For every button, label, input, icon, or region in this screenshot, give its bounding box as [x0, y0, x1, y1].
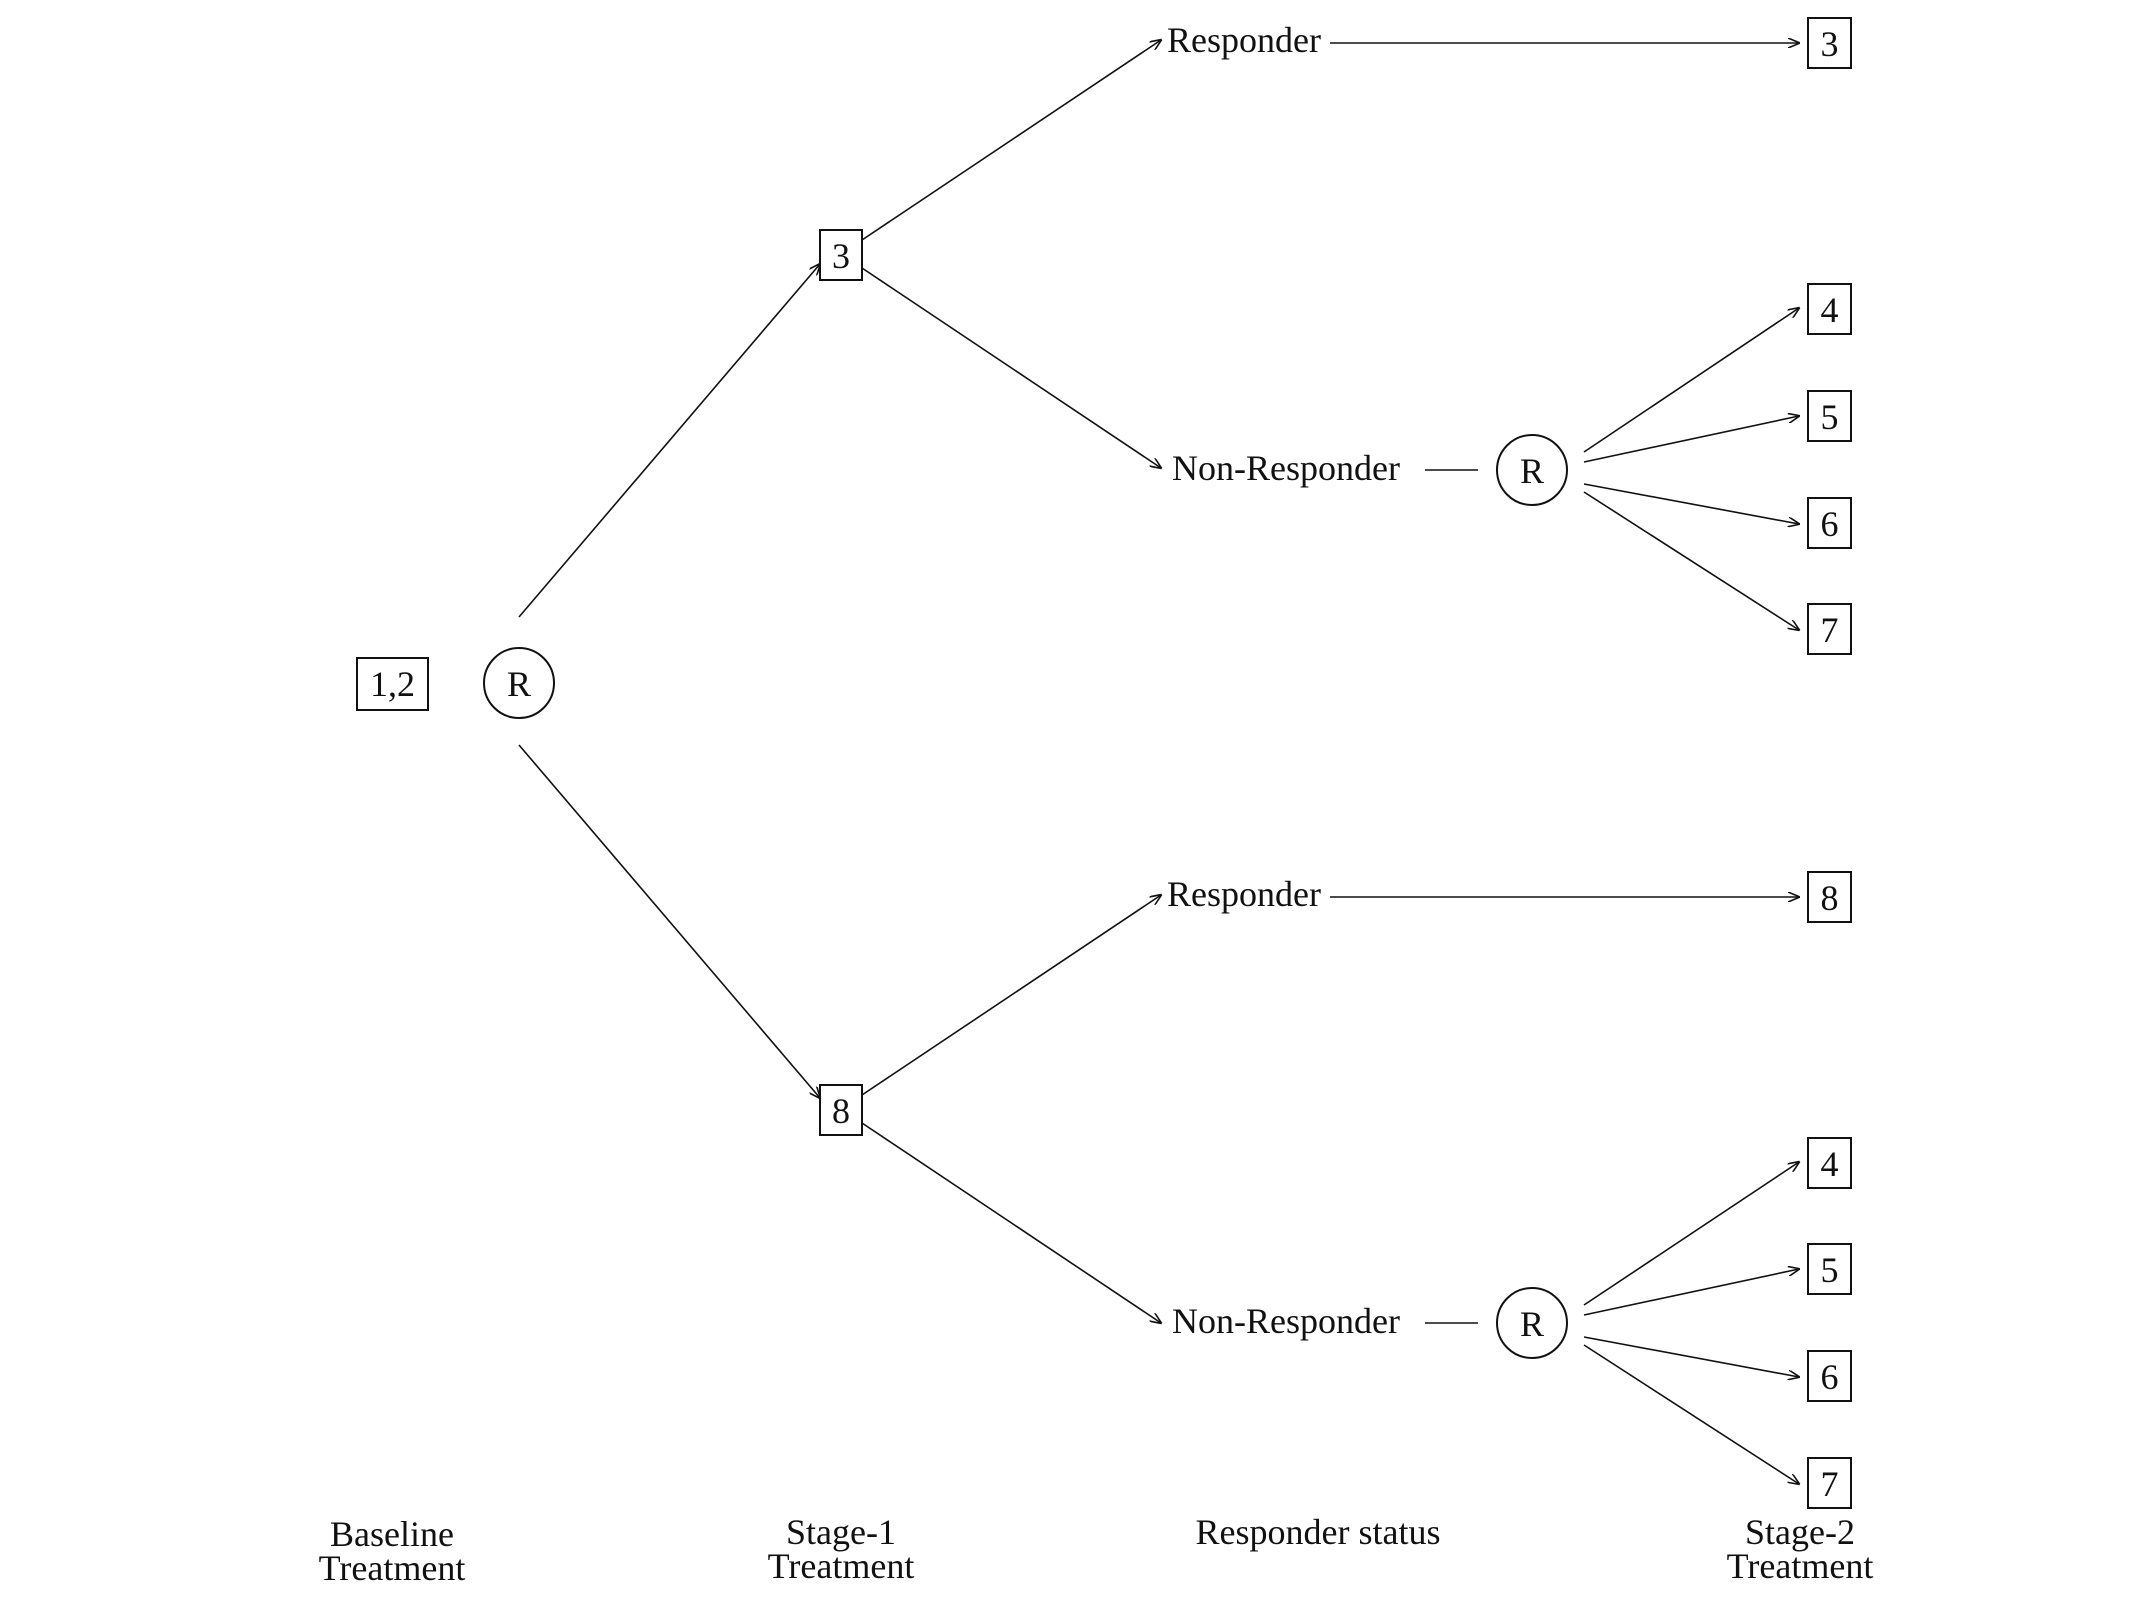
- non-responder-label-top: Non-Responder: [1172, 448, 1400, 488]
- svg-text:Baseline: Baseline: [330, 1514, 454, 1554]
- svg-text:R: R: [1520, 451, 1544, 491]
- svg-text:3: 3: [832, 236, 850, 276]
- svg-text:4: 4: [1821, 1144, 1839, 1184]
- edge-r-top-to-5: [1583, 416, 1799, 463]
- svg-text:6: 6: [1821, 1357, 1839, 1397]
- stage2-randomization-node-bottom: R: [1496, 1287, 1568, 1359]
- svg-text:Responder status: Responder status: [1196, 1512, 1441, 1552]
- baseline-randomization-node: R: [483, 647, 555, 719]
- column-label-stage1: Stage-1 Treatment: [768, 1512, 915, 1586]
- svg-text:Treatment: Treatment: [768, 1546, 915, 1586]
- svg-text:8: 8: [1821, 878, 1839, 918]
- svg-text:1,2: 1,2: [370, 664, 415, 704]
- stage2-box-responder-bottom: 8: [1807, 871, 1852, 923]
- edge-r-bottom-to-4: [1583, 1162, 1799, 1306]
- edge-stage1-bottom-to-nonresponder: [861, 1122, 1161, 1323]
- responder-label-top: Responder: [1167, 20, 1321, 60]
- svg-text:Treatment: Treatment: [1727, 1546, 1874, 1586]
- baseline-treatment-box: 1,2: [356, 657, 429, 711]
- edge-stage1-bottom-to-responder: [861, 895, 1161, 1096]
- svg-text:4: 4: [1821, 290, 1839, 330]
- edge-r-top-to-4: [1583, 308, 1799, 453]
- stage2-box-bottom-2: 5: [1807, 1243, 1852, 1295]
- responder-label-bottom: Responder: [1167, 874, 1321, 914]
- svg-text:7: 7: [1821, 1464, 1839, 1504]
- stage2-box-top-4: 7: [1807, 603, 1852, 655]
- edge-r-bottom-to-7: [1583, 1344, 1799, 1484]
- stage2-box-bottom-3: 6: [1807, 1350, 1852, 1402]
- edge-r-to-stage1-bottom: [518, 744, 820, 1098]
- edge-r-bottom-to-5: [1583, 1269, 1799, 1316]
- edge-r-top-to-6: [1583, 483, 1799, 524]
- svg-text:3: 3: [1821, 24, 1839, 64]
- edge-r-top-to-7: [1583, 491, 1799, 630]
- svg-text:5: 5: [1821, 1250, 1839, 1290]
- column-label-stage2: Stage-2 Treatment: [1727, 1512, 1874, 1586]
- svg-text:7: 7: [1821, 610, 1839, 650]
- edge-stage1-top-to-nonresponder: [861, 267, 1161, 468]
- stage2-box-top-1: 4: [1807, 283, 1852, 335]
- edge-r-to-stage1-top: [518, 264, 820, 618]
- svg-text:6: 6: [1821, 504, 1839, 544]
- svg-text:8: 8: [832, 1091, 850, 1131]
- stage1-treatment-box-bottom: 8: [819, 1084, 863, 1136]
- svg-text:Stage-2: Stage-2: [1745, 1512, 1855, 1552]
- svg-text:R: R: [1520, 1304, 1544, 1344]
- svg-text:Stage-1: Stage-1: [786, 1512, 896, 1552]
- stage2-box-top-2: 5: [1807, 390, 1852, 442]
- stage2-box-top-3: 6: [1807, 497, 1852, 549]
- edge-stage1-top-to-responder: [861, 40, 1161, 241]
- stage1-treatment-box-top: 3: [819, 229, 863, 281]
- stage2-box-responder-top: 3: [1807, 17, 1852, 69]
- stage2-box-bottom-4: 7: [1807, 1457, 1852, 1509]
- non-responder-label-bottom: Non-Responder: [1172, 1301, 1400, 1341]
- stage2-box-bottom-1: 4: [1807, 1137, 1852, 1189]
- svg-text:5: 5: [1821, 397, 1839, 437]
- column-label-baseline: Baseline Treatment: [319, 1514, 466, 1588]
- svg-text:Treatment: Treatment: [319, 1548, 466, 1588]
- svg-text:R: R: [507, 664, 531, 704]
- edges: [518, 40, 1799, 1484]
- stage2-randomization-node-top: R: [1496, 434, 1568, 506]
- column-label-responder-status: Responder status: [1196, 1512, 1441, 1552]
- edge-r-bottom-to-6: [1583, 1336, 1799, 1377]
